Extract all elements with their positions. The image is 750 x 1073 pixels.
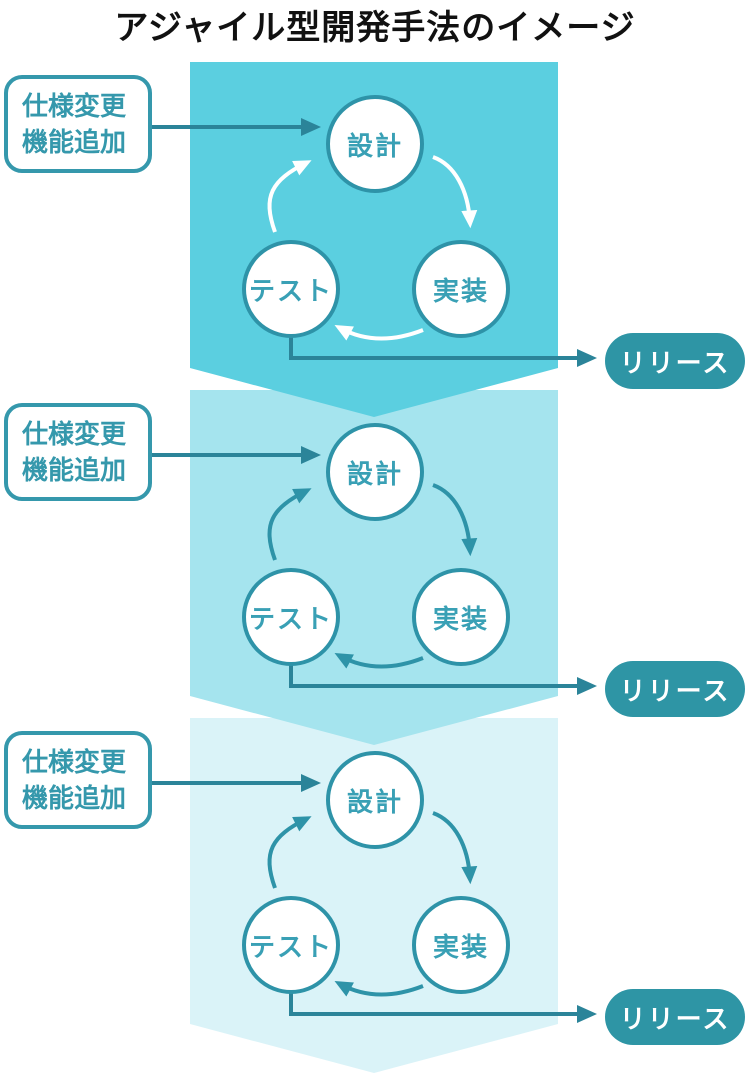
page-title: アジャイル型開発手法のイメージ — [114, 9, 636, 47]
spec-change-box: 仕様変更 機能追加 — [4, 403, 152, 501]
release-pill: リリース — [605, 661, 745, 717]
implement-node: 実装 — [412, 896, 510, 994]
implement-node: 実装 — [412, 568, 510, 666]
design-node: 設計 — [326, 751, 424, 849]
spec-change-box: 仕様変更 機能追加 — [4, 75, 152, 173]
arc-test-to-design — [267, 160, 312, 233]
spec-change-line2: 機能追加 — [22, 783, 127, 813]
design-node: 設計 — [326, 95, 424, 193]
arc-test-to-design — [267, 816, 312, 889]
spec-change-line1: 仕様変更 — [22, 91, 127, 121]
arc-test-to-design — [267, 488, 312, 561]
spec-change-box: 仕様変更 機能追加 — [4, 731, 152, 829]
arc-design-to-implement — [432, 483, 478, 557]
spec-change-line2: 機能追加 — [22, 455, 127, 485]
release-pill: リリース — [605, 989, 745, 1045]
spec-change-line1: 仕様変更 — [22, 747, 127, 777]
spec-change-line1: 仕様変更 — [22, 419, 127, 449]
test-node: テスト — [242, 896, 340, 994]
implement-node: 実装 — [412, 240, 510, 338]
spec-change-line2: 機能追加 — [22, 127, 127, 157]
arc-design-to-implement — [432, 155, 478, 229]
release-pill: リリース — [605, 333, 745, 389]
design-node: 設計 — [326, 423, 424, 521]
arc-implement-to-test — [334, 653, 424, 669]
arc-design-to-implement — [432, 811, 478, 885]
arc-implement-to-test — [334, 325, 424, 341]
test-node: テスト — [242, 568, 340, 666]
arc-implement-to-test — [334, 981, 424, 997]
test-node: テスト — [242, 240, 340, 338]
